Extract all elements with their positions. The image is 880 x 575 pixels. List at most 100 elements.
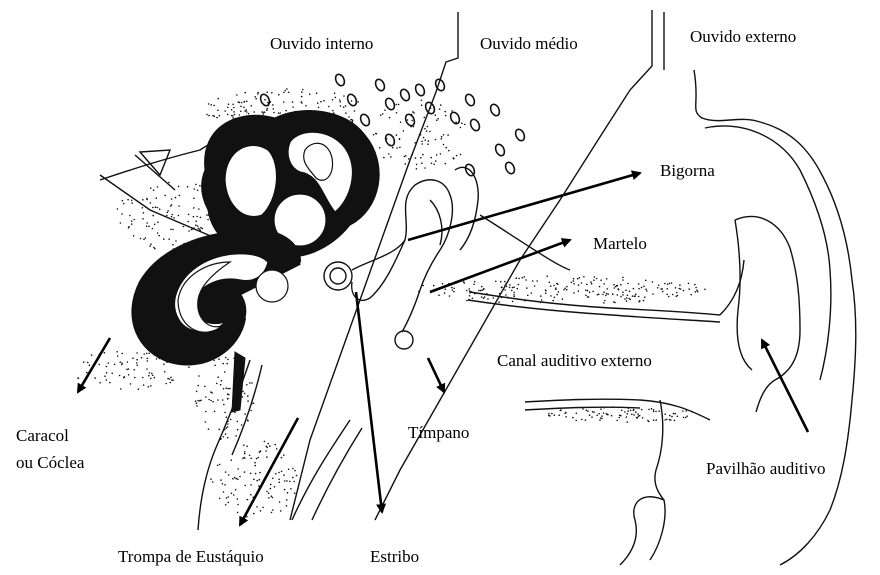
stipple-dot — [627, 410, 629, 412]
stipple-dot — [598, 294, 600, 296]
stipple-dot — [198, 208, 200, 210]
stipple-dot — [219, 115, 221, 117]
arrow-martelo — [430, 240, 570, 292]
stipple-dot — [697, 291, 699, 293]
stipple-dot — [286, 88, 288, 90]
stipple-dot — [146, 222, 148, 224]
stipple-dot — [513, 292, 515, 294]
stipple-dot — [606, 293, 608, 295]
stipple-dot — [131, 200, 133, 202]
stipple-dot — [413, 112, 415, 114]
label-cochlea-line1: Caracol — [16, 425, 69, 446]
stipple-dot — [601, 418, 603, 420]
stipple-dot — [280, 112, 282, 114]
stipple-dot — [637, 413, 639, 415]
stipple-dot — [155, 206, 157, 208]
stipple-dot — [205, 411, 207, 413]
stipple-dot — [552, 300, 554, 302]
label-incus: Bigorna — [660, 160, 715, 181]
stipple-dot — [292, 101, 294, 103]
stipple-dot — [158, 235, 160, 237]
stipple-dot — [672, 294, 674, 296]
mastoid-cell — [384, 97, 396, 111]
stipple-dot — [200, 217, 202, 219]
stipple-dot — [271, 92, 273, 94]
stipple-dot — [652, 293, 654, 295]
stipple-dot — [149, 245, 151, 247]
stipple-dot — [399, 139, 401, 141]
stipple-dot — [673, 413, 675, 415]
stipple-dot — [278, 94, 280, 96]
stipple-dot — [379, 147, 381, 149]
stipple-dot — [223, 436, 225, 438]
stipple-dot — [669, 415, 671, 417]
stipple-dot — [271, 512, 273, 514]
stipple-dot — [278, 112, 280, 114]
stipple-dot — [285, 110, 287, 112]
stipple-dot — [286, 499, 288, 501]
stipple-dot — [414, 142, 416, 144]
stipple-dot — [456, 155, 458, 157]
stipple-dot — [262, 507, 264, 509]
stipple-dot — [399, 147, 401, 149]
stipple-dot — [585, 295, 587, 297]
stipple-dot — [172, 244, 174, 246]
stipple-dot — [354, 110, 356, 112]
stipple-dot — [575, 420, 577, 422]
stipple-dot — [232, 478, 234, 480]
stipple-dot — [170, 229, 172, 231]
stipple-dot — [648, 409, 650, 411]
stipple-dot — [433, 164, 435, 166]
stipple-dot — [178, 205, 180, 207]
stipple-dot — [690, 294, 692, 296]
stipple-dot — [619, 415, 621, 417]
stipple-dot — [169, 378, 171, 380]
stipple-dot — [466, 300, 468, 302]
stipple-dot — [196, 405, 198, 407]
stipple-dot — [234, 477, 236, 479]
stipple-dot — [146, 353, 148, 355]
stipple-dot — [225, 471, 227, 473]
stipple-dot — [576, 413, 578, 415]
stipple-dot — [243, 101, 245, 103]
stipple-dot — [269, 445, 271, 447]
stipple-dot — [284, 489, 286, 491]
stipple-dot — [646, 290, 648, 292]
stipple-dot — [164, 371, 166, 373]
stipple-dot — [564, 288, 566, 290]
stipple-dot — [171, 204, 173, 206]
stipple-dot — [683, 290, 685, 292]
stipple-dot — [154, 248, 156, 250]
stipple-dot — [631, 414, 633, 416]
stipple-dot — [106, 379, 108, 381]
stipple-dot — [219, 498, 221, 500]
stipple-dot — [195, 220, 197, 222]
stipple-dot — [292, 468, 294, 470]
stipple-dot — [411, 154, 413, 156]
stipple-dot — [153, 189, 155, 191]
stipple-dot — [250, 484, 252, 486]
stipple-dot — [592, 411, 594, 413]
stipple-dot — [598, 413, 600, 415]
stipple-dot — [427, 143, 429, 145]
stipple-dot — [143, 353, 145, 355]
stipple-dot — [259, 479, 261, 481]
stipple-dot — [156, 358, 158, 360]
stipple-dot — [281, 457, 283, 459]
stipple-dot — [645, 280, 647, 282]
stipple-dot — [618, 289, 620, 291]
stipple-dot — [212, 401, 214, 403]
stipple-dot — [666, 419, 668, 421]
stipple-dot — [436, 154, 438, 156]
stipple-dot — [345, 105, 347, 107]
stipple-dot — [129, 215, 131, 217]
stipple-dot — [224, 412, 226, 414]
stipple-dot — [621, 410, 623, 412]
mastoid-cell — [399, 88, 411, 102]
stipple-dot — [165, 383, 167, 385]
mastoid-cell — [504, 161, 516, 175]
mastoid-cell — [489, 103, 501, 117]
stipple-dot — [499, 293, 501, 295]
stipple-dot — [198, 375, 200, 377]
